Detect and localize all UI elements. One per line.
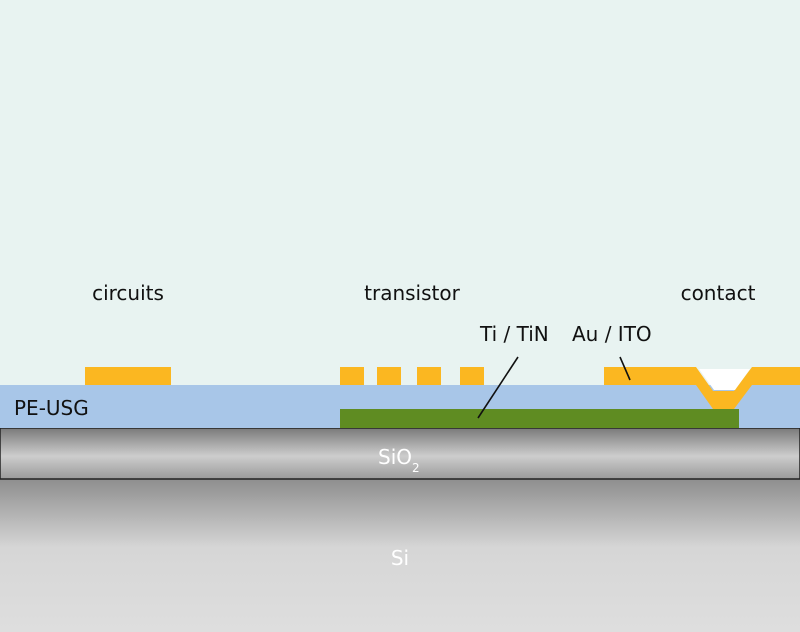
contact-via-opening bbox=[699, 369, 750, 390]
label-au-ito: Au / ITO bbox=[572, 322, 652, 346]
si-substrate-layer bbox=[0, 479, 800, 632]
label-ti-tin: Ti / TiN bbox=[479, 322, 549, 346]
label-pe-usg: PE-USG bbox=[14, 396, 89, 420]
au-ito-leader-line bbox=[619, 356, 631, 381]
ti-tin-leader-line bbox=[477, 356, 519, 419]
transistor-pad bbox=[417, 367, 441, 385]
transistor-pad bbox=[460, 367, 484, 385]
label-si: Si bbox=[391, 546, 409, 570]
circuit-pad bbox=[85, 367, 171, 385]
transistor-pad bbox=[377, 367, 401, 385]
label-transistor: transistor bbox=[364, 281, 460, 305]
label-sio2-base: SiO bbox=[378, 445, 412, 469]
label-circuits: circuits bbox=[92, 281, 164, 305]
label-sio2-subscript: 2 bbox=[412, 461, 420, 475]
transistor-pad bbox=[340, 367, 364, 385]
ti-tin-layer bbox=[340, 409, 739, 428]
label-sio2: SiO2 bbox=[378, 445, 420, 475]
label-contact: contact bbox=[681, 281, 756, 305]
sio2-layer bbox=[0, 427, 800, 480]
contact-pad bbox=[604, 367, 800, 409]
